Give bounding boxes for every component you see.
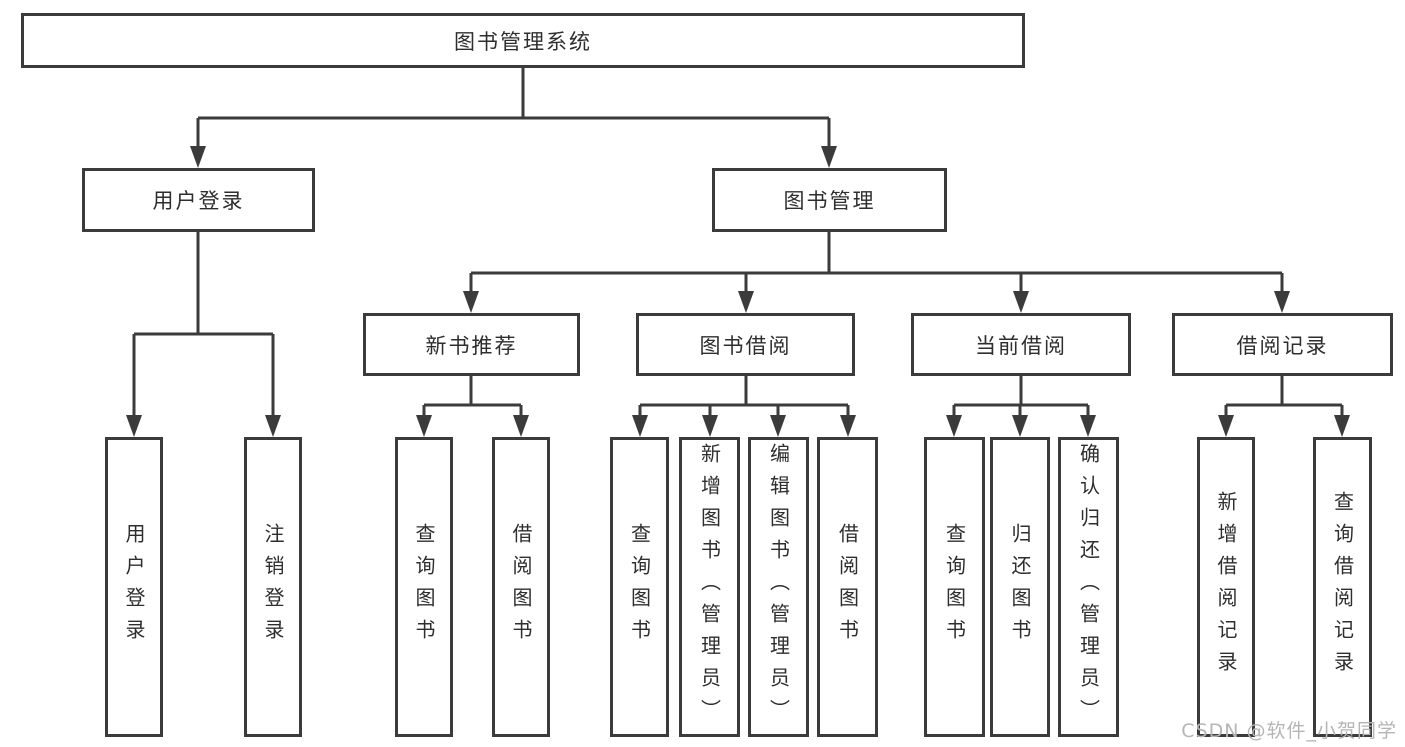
leaf-user-login-label: 用户登录 — [122, 523, 146, 651]
leaf-query-borrow-record-label: 查询借阅记录 — [1330, 491, 1355, 683]
leaf-add-book-admin: 新增图书（管理员） — [679, 437, 740, 737]
leaf-borrow-books-recommend-label: 借阅图书 — [509, 523, 533, 651]
leaf-borrow-books-borrowing-label: 借阅图书 — [835, 523, 860, 651]
leaf-logout-label: 注销登录 — [261, 523, 285, 651]
leaf-add-borrow-record: 新增借阅记录 — [1197, 437, 1255, 737]
leaf-query-books-borrowing-label: 查询图书 — [627, 523, 652, 651]
leaf-confirm-return-admin: 确认归还（管理员） — [1058, 437, 1119, 737]
arrowheads — [126, 146, 1350, 437]
leaf-confirm-return-admin-label: 确认归还（管理员） — [1076, 443, 1101, 731]
leaf-add-borrow-record-label: 新增借阅记录 — [1214, 491, 1238, 683]
leaf-query-books-current-label: 查询图书 — [942, 523, 967, 651]
leaf-borrow-books-recommend: 借阅图书 — [492, 437, 550, 737]
node-book-borrowing: 图书借阅 — [636, 313, 855, 376]
csdn-watermark: CSDN @软件_小贺同学 — [1181, 720, 1397, 742]
leaf-query-books-current: 查询图书 — [924, 437, 985, 737]
leaf-edit-book-admin-label: 编辑图书（管理员） — [766, 443, 791, 731]
leaf-return-book-label: 归还图书 — [1008, 523, 1032, 651]
leaf-user-login: 用户登录 — [105, 437, 163, 737]
leaf-query-borrow-record: 查询借阅记录 — [1313, 437, 1372, 737]
node-borrowing-records: 借阅记录 — [1172, 313, 1393, 376]
leaf-query-books-borrowing: 查询图书 — [610, 437, 669, 737]
leaf-edit-book-admin: 编辑图书（管理员） — [748, 437, 809, 737]
node-current-borrowing: 当前借阅 — [911, 313, 1131, 376]
leaf-logout: 注销登录 — [244, 437, 302, 737]
leaf-borrow-books-borrowing: 借阅图书 — [817, 437, 878, 737]
leaf-return-book: 归还图书 — [990, 437, 1050, 737]
node-new-book-recommendation: 新书推荐 — [363, 313, 580, 376]
node-book-management: 图书管理 — [712, 168, 947, 232]
leaf-add-book-admin-label: 新增图书（管理员） — [697, 443, 722, 731]
node-user-login: 用户登录 — [82, 168, 315, 232]
node-library-management-system: 图书管理系统 — [21, 13, 1025, 68]
leaf-query-books-recommend-label: 查询图书 — [412, 523, 436, 651]
leaf-query-books-recommend: 查询图书 — [395, 437, 453, 737]
